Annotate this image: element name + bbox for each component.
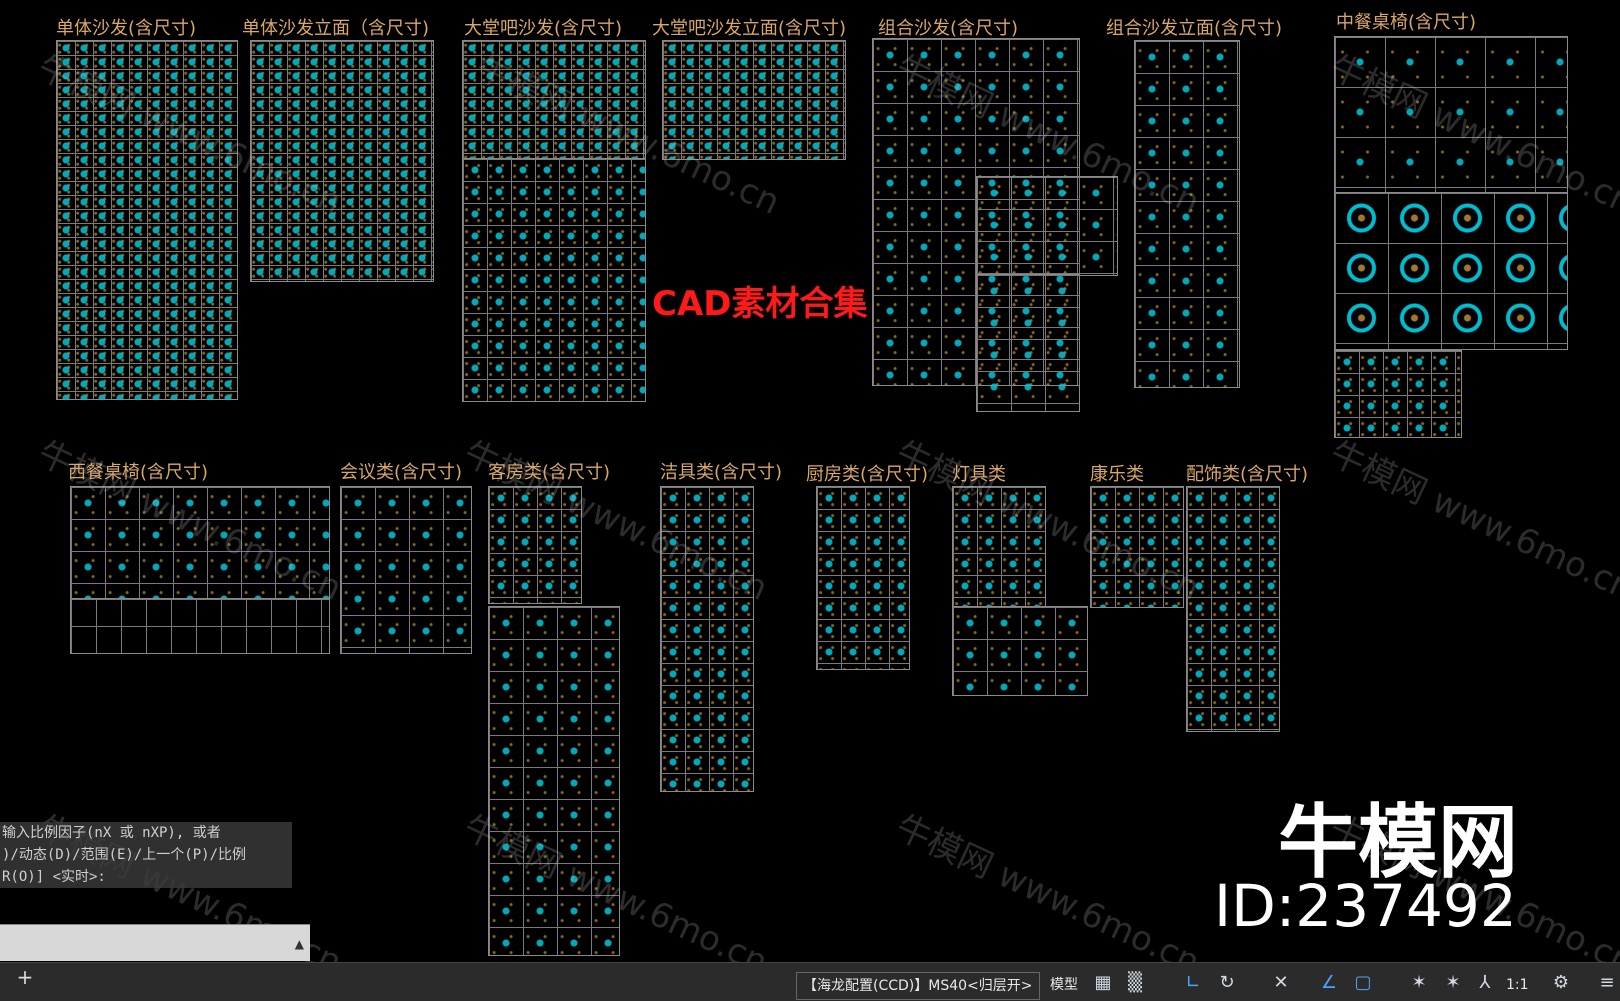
block-title-lighting: 灯具类 <box>952 464 1006 485</box>
workspace-icon[interactable]: ✶ <box>1445 972 1461 993</box>
block-title-recreation: 康乐类 <box>1090 464 1144 485</box>
status-bar <box>0 962 1620 1001</box>
kitchen-grid[interactable] <box>816 486 910 670</box>
model-space-button[interactable]: 模型 <box>1050 977 1078 993</box>
accessories-grid[interactable] <box>1186 486 1280 732</box>
watermark: 牛模网 www.6mo.cn <box>1323 433 1620 609</box>
brand-name: 牛模网 <box>1278 796 1518 889</box>
osnap-icon[interactable]: ✕ <box>1273 972 1289 993</box>
guest-room-grid[interactable] <box>488 606 620 956</box>
lighting-large-grid[interactable] <box>952 606 1088 696</box>
block-title-lobby-sofa: 大堂吧沙发(含尺寸) <box>464 18 623 39</box>
command-history-line: 输入比例因子(nX 或 nXP), 或者 <box>2 825 221 841</box>
command-history: 输入比例因子(nX 或 nXP), 或者 )/动态(D)/范围(E)/上一个(P… <box>0 822 292 888</box>
block-title-accessories: 配饰类(含尺寸) <box>1186 464 1309 485</box>
snap-icon[interactable]: ▒ <box>1128 972 1142 993</box>
ucs-icon[interactable]: ▢ <box>1354 972 1372 993</box>
otrack-icon[interactable]: ∠ <box>1320 972 1338 993</box>
command-dropdown-icon[interactable]: ▲ <box>294 937 304 951</box>
lobby-sofa-grid[interactable] <box>462 158 646 402</box>
main-title: CAD素材合集 <box>652 284 868 324</box>
single-sofa-plan-grid[interactable] <box>56 40 238 400</box>
annotation-scale[interactable]: 1:1 <box>1506 977 1529 993</box>
watermark: 牛模网 www.6mo.cn <box>889 807 1206 983</box>
command-history-line: R(O)] <实时>: <box>2 869 106 885</box>
command-input[interactable]: ▲ <box>0 924 310 961</box>
polar-icon[interactable]: ↻ <box>1219 972 1235 993</box>
grid-icon[interactable]: ▦ <box>1094 972 1112 993</box>
add-layout-tab-button[interactable]: + <box>16 965 34 989</box>
lighting-grid[interactable] <box>952 486 1046 608</box>
ucs-axis-icon[interactable]: ⅄ <box>1479 972 1491 993</box>
block-title-combo-sofa-elevation: 组合沙发立面(含尺寸) <box>1106 18 1283 39</box>
combo-sofa-bottom-grid[interactable] <box>976 274 1080 412</box>
block-title-chinese-dining: 中餐桌椅(含尺寸) <box>1336 12 1477 33</box>
block-title-kitchen: 厨房类(含尺寸) <box>806 464 929 485</box>
combo-sofa-elevation-grid[interactable] <box>1134 40 1240 388</box>
chinese-dining-round-grid[interactable] <box>1334 192 1568 350</box>
ortho-icon[interactable]: ∟ <box>1185 972 1201 993</box>
block-title-guest-room: 客房类(含尺寸) <box>488 462 611 483</box>
recreation-grid[interactable] <box>1090 486 1184 608</box>
combo-sofa-large-grid[interactable] <box>976 176 1118 276</box>
block-title-single-sofa: 单体沙发(含尺寸) <box>56 18 197 39</box>
chinese-dining-small-grid[interactable] <box>1334 36 1568 194</box>
chinese-dining-chairs-grid[interactable] <box>1334 350 1462 438</box>
command-history-line: )/动态(D)/范围(E)/上一个(P)/比例 <box>2 847 247 863</box>
conference-grid[interactable] <box>340 486 472 654</box>
sanitary-grid[interactable] <box>660 486 754 792</box>
status-config[interactable]: 【海龙配置(CCD)】MS40<归层开> <box>796 972 1040 1000</box>
settings-icon[interactable]: ⚙ <box>1552 972 1570 993</box>
block-title-conference: 会议类(含尺寸) <box>340 462 463 483</box>
block-title-single-sofa-elevation: 单体沙发立面（含尺寸) <box>242 18 430 39</box>
block-title-sanitary: 洁具类(含尺寸) <box>660 462 783 483</box>
lobby-sofa-top-grid[interactable] <box>462 40 646 160</box>
lobby-sofa-elevation-grid[interactable] <box>662 40 846 160</box>
guest-room-top-grid[interactable] <box>488 486 582 604</box>
western-dining-grid[interactable] <box>70 486 330 600</box>
customize-icon[interactable]: ≡ <box>1599 972 1615 993</box>
western-dining-empty-grid[interactable] <box>70 598 330 654</box>
block-title-combo-sofa: 组合沙发(含尺寸) <box>878 18 1019 39</box>
single-sofa-elevation-grid[interactable] <box>250 40 434 282</box>
brand-id: ID:237492 <box>1214 872 1517 940</box>
block-title-lobby-sofa-elevation: 大堂吧沙发立面(含尺寸) <box>652 18 847 39</box>
anno-icon[interactable]: ✶ <box>1411 972 1427 993</box>
block-title-western-dining: 西餐桌椅(含尺寸) <box>68 462 209 483</box>
